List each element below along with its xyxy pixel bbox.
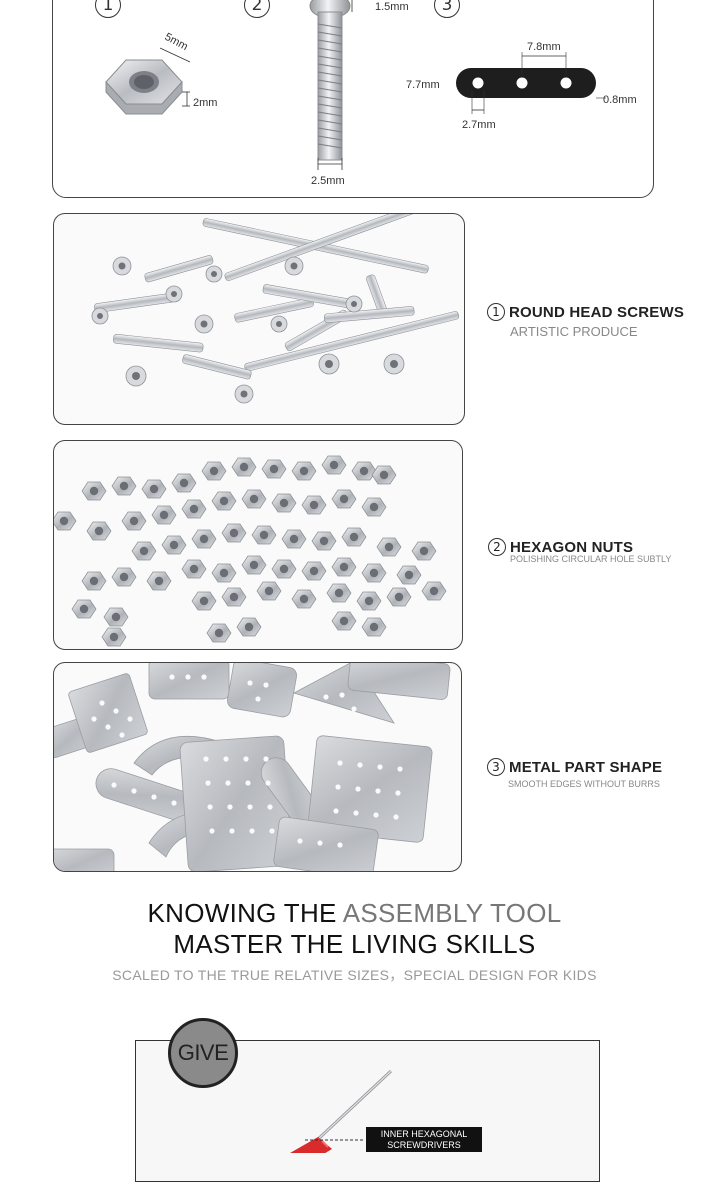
nuts-photo [53, 440, 463, 650]
feature-title-metal-parts: 3 METAL PART SHAPE [487, 758, 662, 776]
screws-illustration [91, 214, 460, 404]
label-pointer-line [305, 1139, 365, 1141]
hex-nut-diagram-icon [105, 47, 191, 115]
metal-plate-diagram-icon [456, 52, 606, 114]
screws-photo [53, 213, 465, 425]
metal-parts-photo [53, 662, 462, 872]
screwdriver-label-line-2: SCREWDRIVERS [387, 1140, 461, 1150]
headline-dark-text: KNOWING THE [147, 898, 343, 928]
screw-head-dimension: 1.5mm [375, 1, 409, 13]
headline-light-text: ASSEMBLY TOOL [342, 898, 562, 928]
feature-subtitle-nuts: POLISHING CIRCULAR HOLE SUBTLY [510, 554, 672, 564]
feature-title-text: METAL PART SHAPE [509, 758, 663, 776]
screwdriver-icon [290, 1069, 393, 1153]
feature-number-3: 3 [487, 758, 505, 776]
headline-tagline: SCALED TO THE TRUE RELATIVE SIZES，SPECIA… [112, 967, 597, 983]
feature-number-2: 2 [488, 538, 506, 556]
feature-subtitle-metal-parts: SMOOTH EDGES WITHOUT BURRS [508, 779, 660, 789]
nut-thickness-dimension: 2mm [193, 97, 218, 109]
nuts-illustration [54, 455, 447, 647]
screw-diameter-dimension: 2.5mm [311, 175, 345, 187]
feature-number-1: 1 [487, 303, 505, 321]
screwdriver-label: INNER HEXAGONAL SCREWDRIVERS [366, 1127, 482, 1152]
plate-thickness-dimension: 0.8mm [603, 94, 637, 106]
feature-title-screws: 1 ROUND HEAD SCREWS [487, 303, 684, 321]
plate-hole-dimension: 2.7mm [462, 119, 496, 131]
feature-title-text: HEXAGON NUTS [510, 538, 634, 556]
metal-parts-illustration [54, 663, 451, 871]
plate-height-dimension: 7.7mm [406, 79, 440, 91]
headline-line-2: MASTER THE LIVING SKILLS [173, 929, 536, 959]
screwdriver-label-line-1: INNER HEXAGONAL [380, 1129, 468, 1139]
give-badge: GIVE [168, 1018, 238, 1088]
plate-spacing-dimension: 7.8mm [527, 41, 561, 53]
feature-subtitle-screws: ARTISTIC PRODUCE [510, 324, 638, 339]
feature-title-nuts: 2 HEXAGON NUTS [488, 538, 633, 556]
feature-title-text: ROUND HEAD SCREWS [509, 303, 685, 321]
headline-line-1: KNOWING THE ASSEMBLY TOOL [0, 898, 709, 929]
screw-diagram-icon [309, 0, 353, 170]
